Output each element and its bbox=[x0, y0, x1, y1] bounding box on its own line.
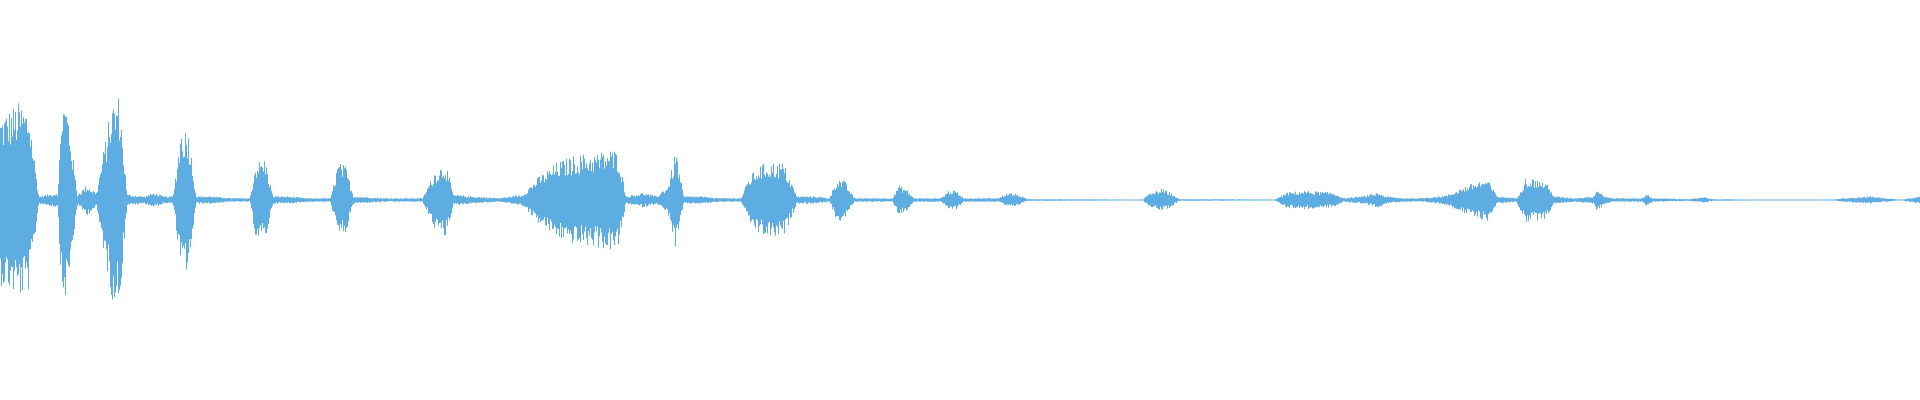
waveform-signal bbox=[0, 98, 1920, 300]
waveform-bars bbox=[0, 98, 1920, 300]
